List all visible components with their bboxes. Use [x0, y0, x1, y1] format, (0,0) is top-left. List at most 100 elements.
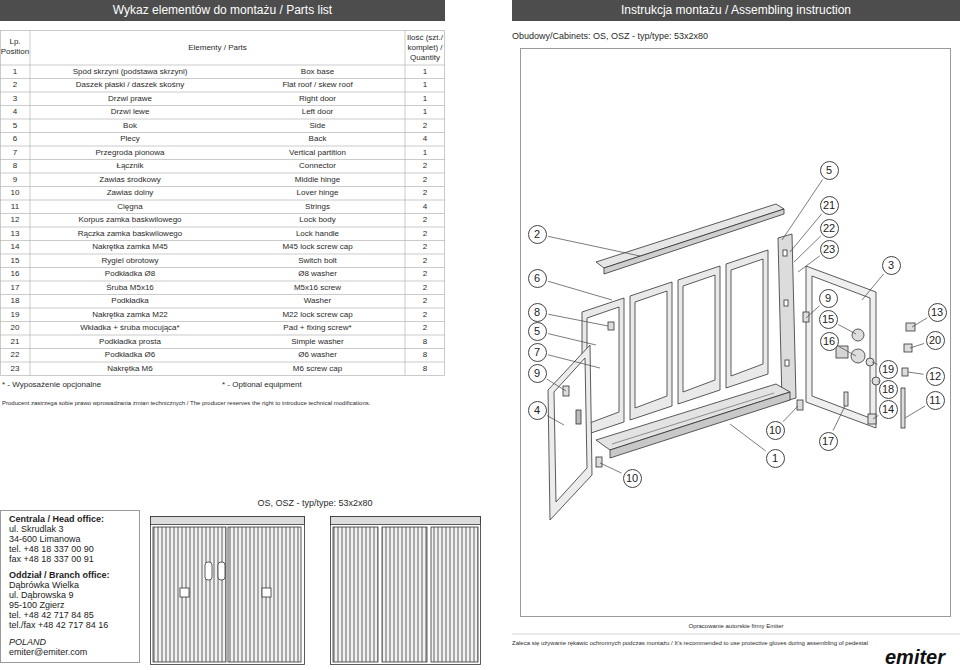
part-name: Przegroda pionowa: [30, 148, 230, 158]
position-number: 1: [0, 67, 30, 77]
part-name: Podkładka Ø6: [30, 350, 230, 360]
quantity-cell: 2: [405, 121, 445, 131]
position-number: 13: [0, 229, 30, 239]
position-number: 2: [0, 80, 30, 90]
callout-circle: 19: [879, 360, 898, 379]
part-name: Connector: [230, 161, 405, 171]
callout-number: 18: [882, 383, 894, 395]
callout-circle: 4: [528, 401, 547, 420]
side-view: [382, 527, 427, 662]
hardware-part: [902, 368, 908, 376]
callout-circle: 8: [528, 303, 547, 322]
quantity-cell: 1: [405, 107, 445, 117]
leader-line: [873, 415, 878, 419]
side-view: [331, 517, 481, 665]
back-panel: [635, 291, 667, 408]
callout-circle: 10: [766, 421, 785, 440]
position-number: 16: [0, 269, 30, 279]
hardware-part: [868, 414, 876, 424]
box-base: [610, 392, 790, 458]
box-base: [596, 384, 790, 450]
position-number: 4: [0, 107, 30, 117]
contact-line: Centrala / Head office:: [9, 515, 131, 525]
quantity-cell: 2: [405, 256, 445, 266]
callout-circle: 17: [819, 432, 838, 451]
leader-line: [783, 406, 798, 422]
part-name: Zawias środkowy: [30, 175, 230, 185]
table-grid: [0, 65, 445, 362]
quantity-cell: 4: [405, 134, 445, 144]
footnote: * - Wyposażenie opcjonalne: [2, 380, 101, 390]
table-header: Lp. Position: [0, 37, 30, 57]
front-view: [205, 562, 212, 580]
callout-number: 13: [931, 306, 943, 318]
front-view: [180, 588, 189, 597]
callout-circle: 5: [820, 161, 839, 180]
position-number: 8: [0, 161, 30, 171]
position-number: 15: [0, 256, 30, 266]
part-name: Nakrętka M6: [30, 364, 230, 374]
quantity-cell: 2: [405, 161, 445, 171]
contact-line: tel. +48 18 337 00 90: [9, 545, 131, 555]
callout-number: 3: [888, 259, 894, 271]
part-name: Box base: [230, 67, 405, 77]
company-logo: emiter: [885, 647, 945, 667]
part-name: Back: [230, 134, 405, 144]
part-name: Lover hinge: [230, 188, 405, 198]
part-name: Right door: [230, 94, 405, 104]
callout-circle: 7: [528, 343, 547, 362]
hardware-part: [797, 400, 803, 410]
callout-number: 22: [823, 222, 835, 234]
callout-number: 9: [825, 292, 831, 304]
part-name: Middle hinge: [230, 175, 405, 185]
quantity-cell: 1: [405, 80, 445, 90]
quantity-cell: 1: [405, 67, 445, 77]
part-name: Łącznik: [30, 161, 230, 171]
callout-number: 12: [929, 370, 941, 382]
hardware-part: [844, 392, 848, 406]
contact-line: emiter@emiter.com: [9, 648, 131, 658]
quantity-cell: 1: [405, 148, 445, 158]
part-name: Podkładka prosta: [30, 337, 230, 347]
part-name: Ø6 washer: [230, 350, 405, 360]
quantity-cell: 2: [405, 242, 445, 252]
quantity-cell: 2: [405, 323, 445, 333]
contact-line: ul. Dąbrowska 9: [9, 591, 131, 601]
side-view: [331, 517, 481, 665]
callout-circle: 10: [623, 469, 642, 488]
left-door: [548, 345, 592, 520]
credit-note: Opracowanie autorskie firmy Emiter: [512, 621, 960, 631]
part-name: Wkładka + śruba mocująca*: [30, 323, 230, 333]
front-view: [228, 527, 301, 662]
illustration-frame: [512, 634, 960, 635]
callout-circle: 2: [528, 225, 547, 244]
part-name: Switch bolt: [230, 256, 405, 266]
table-header: Elementy / Parts: [30, 43, 405, 53]
quantity-cell: 2: [405, 215, 445, 225]
leader-line: [872, 362, 877, 364]
front-view: [151, 517, 305, 665]
quantity-cell: 2: [405, 229, 445, 239]
part-name: Korpus zamka baskwilowego: [30, 215, 230, 225]
side-frame: [784, 300, 788, 306]
box-base: [612, 393, 774, 444]
callout-number: 10: [769, 424, 781, 436]
leader-line: [878, 381, 879, 383]
callout-number: 14: [882, 403, 894, 415]
contact-line: fax +48 18 337 00 91: [9, 555, 131, 565]
quantity-cell: 8: [405, 337, 445, 347]
callout-number: 8: [534, 306, 540, 318]
left-door: [554, 358, 587, 502]
header-band: Wykaz elementów do montażu / Parts list: [0, 0, 445, 21]
callout-number: 2: [534, 228, 540, 240]
leader-line: [730, 424, 766, 451]
callout-circle: 22: [820, 219, 839, 238]
hardware-part: [608, 322, 614, 330]
hardware-part: [852, 329, 864, 341]
callout-circle: 16: [820, 332, 839, 351]
contact-line: tel./fax +48 42 717 84 16: [9, 621, 131, 631]
back-panel: [683, 275, 715, 392]
callout-circle: 11: [926, 391, 945, 410]
callout-number: 9: [534, 367, 540, 379]
part-name: Pad + fixing screw*: [230, 323, 405, 333]
